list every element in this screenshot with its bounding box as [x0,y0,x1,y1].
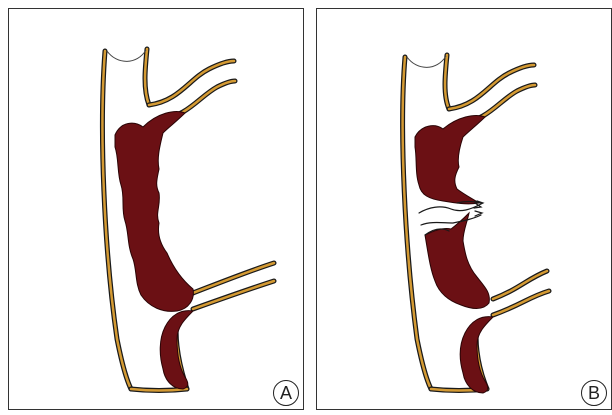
vessel-diagram-a [9,9,305,411]
panel-a: A [8,8,304,410]
vessel-opening-a [107,50,146,61]
panel-label-b: B [581,380,607,406]
panel-label-a: A [273,380,299,406]
vessel-opening-b [407,56,446,67]
thrombus-upper-a [115,112,193,312]
thrombus-upper-b [415,116,485,204]
thrombus-middle-b [425,213,489,309]
thrombus-lower-a [160,311,193,389]
thrombus-lower-b [460,317,493,393]
panel-b: B [316,8,612,410]
vessel-diagram-b [317,9,612,411]
